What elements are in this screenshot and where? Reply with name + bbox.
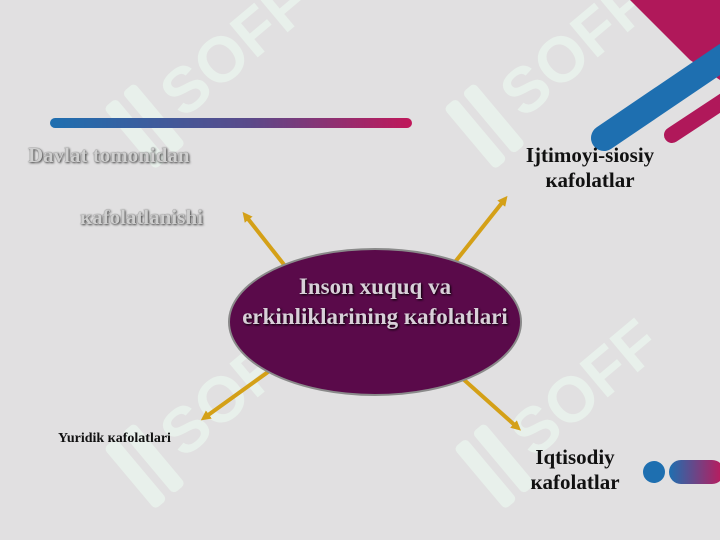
branch-label-legal: Yuridik кafolatlari: [58, 431, 171, 446]
decorative-accents: [591, 0, 720, 151]
branch-label-state-guarantee-line2: кafolatlanishi: [80, 205, 203, 229]
arrow-top-right: [453, 195, 508, 264]
branch-label-state-guarantee-line1: Davlat tomonidan: [28, 143, 190, 167]
watermark-text: SOFF: [146, 0, 323, 130]
branch-label-economic: Iqtisodiy кafolatlar: [530, 445, 620, 495]
decorative-pills: [643, 460, 720, 484]
central-node-label: Inson xuquq va erkinliklarining кafolatl…: [242, 274, 508, 329]
central-node: [228, 248, 522, 396]
title-underline-bar: [50, 118, 412, 128]
arrow-bottom-left: [200, 370, 270, 421]
arrows: [200, 195, 521, 431]
arrow-top-left: [242, 211, 291, 273]
arrow-bottom-right: [460, 376, 521, 431]
branch-label-social-political: Ijtimoyi-siosiy кafolatlar: [525, 143, 655, 193]
